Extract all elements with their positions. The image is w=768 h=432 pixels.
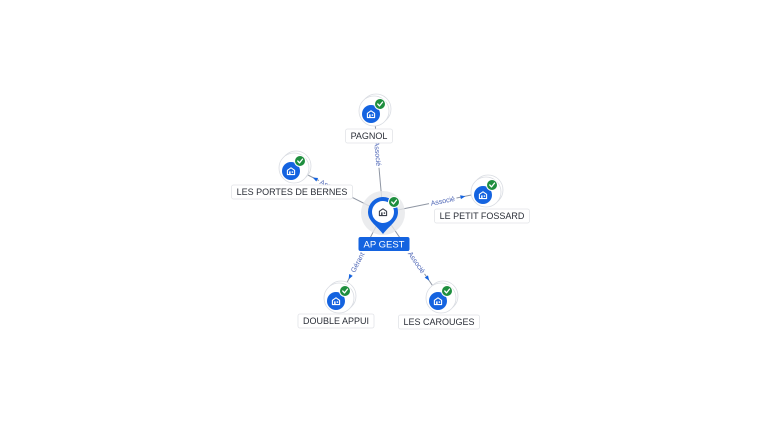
company-node-label: DOUBLE APPUI: [303, 316, 369, 326]
nodes-layer: PAGNOL LES PORTES DE BERNES LE PETIT FOSSA…: [231, 93, 530, 330]
check-badge-icon: [441, 285, 453, 297]
company-node-label: LES PORTES DE BERNES: [237, 187, 348, 197]
check-badge-icon: [339, 285, 351, 297]
check-badge-icon: [374, 98, 386, 110]
building-icon: [286, 167, 296, 176]
center-node-label: AP GEST: [363, 239, 404, 250]
check-badge-icon: [486, 179, 498, 191]
check-badge-icon: [388, 196, 400, 208]
edge-relation-label: Associé: [372, 141, 381, 166]
building-icon: [331, 297, 341, 306]
company-node-carouges[interactable]: LES CAROUGES: [398, 280, 480, 330]
building-icon: [378, 208, 388, 217]
company-node-label: LE PETIT FOSSARD: [440, 211, 525, 221]
edge-arrow: [348, 273, 353, 280]
edge-arrow: [424, 275, 430, 281]
company-node-label: LES CAROUGES: [403, 317, 474, 327]
center-node[interactable]: AP GEST: [358, 191, 410, 251]
edge-arrow: [312, 177, 319, 182]
edge-arrow: [460, 195, 466, 200]
building-icon: [433, 297, 443, 306]
building-icon: [366, 110, 376, 119]
company-node-label: PAGNOL: [351, 131, 388, 141]
company-node-pagnol[interactable]: PAGNOL: [345, 93, 393, 144]
building-icon: [478, 191, 488, 200]
check-badge-icon: [294, 155, 306, 167]
company-node-portes[interactable]: LES PORTES DE BERNES: [231, 150, 353, 200]
edge-relation-label: Associé: [430, 196, 456, 208]
company-node-double[interactable]: DOUBLE APPUI: [297, 280, 375, 329]
company-node-fossard[interactable]: LE PETIT FOSSARD: [434, 174, 530, 224]
